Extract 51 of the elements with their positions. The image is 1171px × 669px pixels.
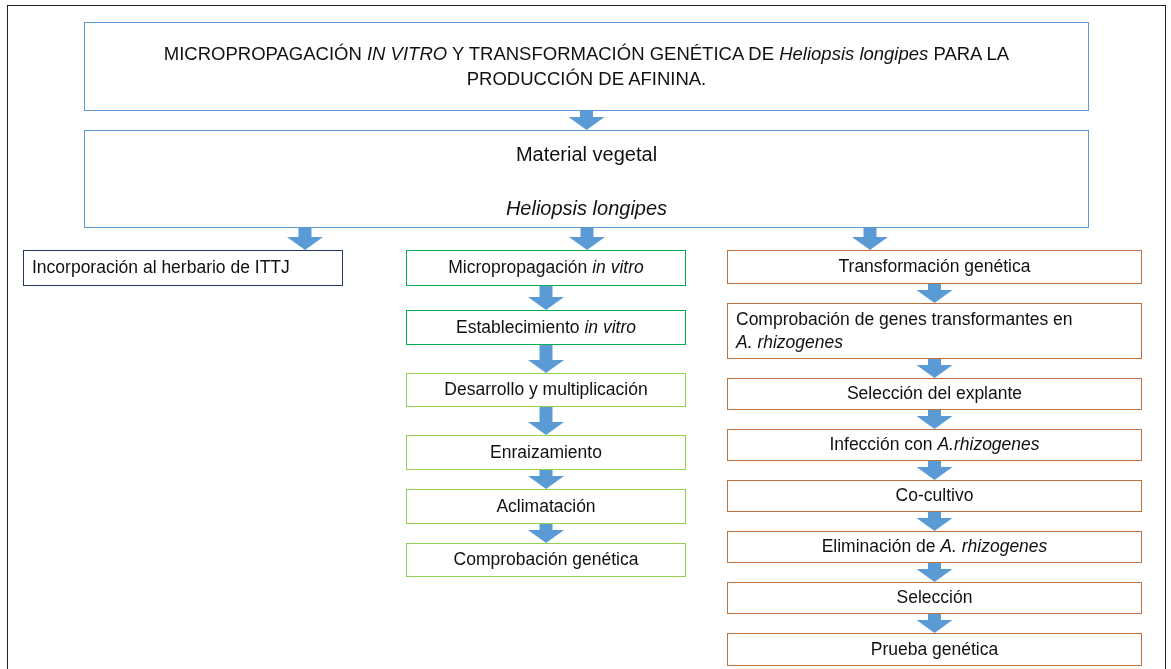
block-arrow <box>569 228 605 250</box>
node-text: Selección <box>896 586 973 610</box>
process-box <box>406 310 686 345</box>
block-arrow <box>852 228 888 250</box>
block-arrow <box>528 524 564 543</box>
block-arrow <box>528 470 564 489</box>
block-arrow <box>916 461 953 480</box>
block-arrow <box>916 284 953 303</box>
block-arrow <box>528 407 564 435</box>
node-text: Aclimatación <box>496 494 596 518</box>
node-text: Heliopsis longipes <box>505 195 668 221</box>
process-box <box>406 373 686 407</box>
block-arrow <box>528 286 564 310</box>
node-text: Transformación genética <box>838 255 1031 279</box>
process-box <box>727 429 1142 461</box>
process-box <box>727 250 1142 284</box>
process-box <box>406 489 686 524</box>
process-box <box>406 435 686 470</box>
block-arrow <box>916 512 953 531</box>
process-box <box>727 531 1142 563</box>
process-box <box>727 378 1142 410</box>
block-arrow <box>528 345 564 373</box>
block-arrow <box>916 410 953 429</box>
process-box <box>406 250 686 286</box>
node-text: Material vegetal <box>515 142 658 167</box>
block-arrow <box>287 228 323 250</box>
process-box <box>406 543 686 577</box>
block-arrow <box>916 614 953 633</box>
node-text: Co-cultivo <box>895 484 974 508</box>
process-box <box>727 303 1142 359</box>
process-box <box>727 633 1142 666</box>
node-text: Desarrollo y multiplicación <box>444 378 648 402</box>
process-box <box>727 582 1142 614</box>
node-text: Selección del explante <box>846 382 1023 406</box>
block-arrow <box>568 111 605 130</box>
process-box <box>23 250 343 286</box>
node-text: MICROPROPAGACIÓN IN VITRO Y TRANSFORMACIÓN GENÉTICA DE Heliopsis longipes PARA LA PRODUCCIÓN DE AFININA. <box>162 42 1011 91</box>
node-text: Prueba genética <box>870 637 999 661</box>
node-text: Infección con A.rhizogenes <box>829 433 1040 457</box>
node-text: Comprobación de genes transformantes en A. rhizogenes <box>736 307 1074 354</box>
node-text: Comprobación genética <box>453 548 639 572</box>
node-text: Establecimiento in vitro <box>456 315 636 339</box>
block-arrow <box>916 563 953 582</box>
process-box <box>727 480 1142 512</box>
node-text: Eliminación de A. rhizogenes <box>821 535 1048 559</box>
process-box <box>84 22 1089 111</box>
process-box <box>84 130 1089 228</box>
node-text: Micropropagación in vitro <box>448 256 644 280</box>
node-text: Enraizamiento <box>490 440 602 464</box>
node-text: Incorporación al herbario de ITTJ <box>32 256 290 280</box>
block-arrow <box>916 359 953 378</box>
